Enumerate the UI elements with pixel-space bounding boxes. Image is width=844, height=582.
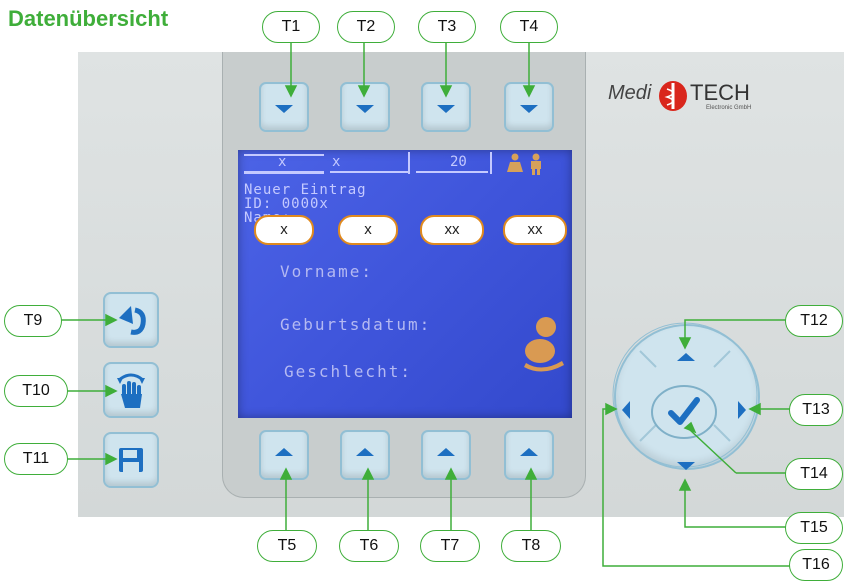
field-geburtsdatum[interactable]: Geburtsdatum: [280, 315, 432, 334]
screen-tab-2[interactable]: x [332, 154, 341, 170]
field-geschlecht[interactable]: Geschlecht: [284, 362, 412, 381]
tab-underline [244, 171, 324, 174]
arrow-down-icon [677, 462, 695, 470]
screen-tab-1[interactable]: x [278, 154, 287, 170]
arrow-down-icon [275, 105, 293, 113]
callout-label-t3: T3 [418, 11, 476, 43]
placeholder-oval: x [254, 215, 314, 245]
callout-label-t2: T2 [337, 11, 395, 43]
screen-tab-3[interactable]: 20 [450, 154, 467, 170]
logo-subtitle: Electronic GmbH [706, 105, 752, 111]
baby-icon [524, 317, 564, 372]
placeholder-oval: x [338, 215, 398, 245]
callout-label-t10: T10 [4, 375, 68, 407]
tab-underline [416, 171, 488, 173]
arrow-down-icon [356, 105, 374, 113]
arrow-right-icon [738, 401, 746, 419]
callout-label-t1: T1 [262, 11, 320, 43]
arrow-down-icon [520, 105, 538, 113]
save-button[interactable] [103, 432, 159, 488]
field-vorname[interactable]: Vorname: [280, 262, 374, 281]
arrow-up-icon [677, 353, 695, 361]
back-button[interactable] [103, 292, 159, 348]
meditech-logo: Medi TECH Electronic GmbH [608, 78, 756, 118]
callout-label-t15: T15 [785, 512, 843, 544]
placeholder-oval: xx [503, 215, 567, 245]
callout-label-t7: T7 [420, 530, 480, 562]
callout-label-t6: T6 [339, 530, 399, 562]
hand-icon [117, 373, 145, 408]
softkey-t7[interactable] [421, 430, 471, 480]
logo-text-medi: Medi [608, 82, 652, 104]
callout-label-t11: T11 [4, 443, 68, 475]
tab-divider [408, 152, 410, 174]
callout-label-t4: T4 [500, 11, 558, 43]
arrow-up-icon [520, 448, 538, 456]
dpad-down-button[interactable] [672, 456, 700, 478]
tab-divider [490, 152, 492, 174]
tab-underline [330, 171, 408, 173]
callout-label-t5: T5 [257, 530, 317, 562]
dpad-left-button[interactable] [614, 396, 636, 424]
arrow-down-icon [437, 105, 455, 113]
callout-label-t9: T9 [4, 305, 62, 337]
callout-label-t16: T16 [789, 549, 843, 581]
checkmark-icon [651, 385, 717, 439]
callout-label-t13: T13 [789, 394, 843, 426]
callout-label-t14: T14 [785, 458, 843, 490]
screen-line-id: ID: 0000x [244, 196, 329, 212]
logo-text-tech: TECH [690, 80, 750, 105]
screen-tab-bar: x x 20 [238, 150, 572, 178]
dpad-up-button[interactable] [672, 345, 700, 367]
placeholder-oval: xx [420, 215, 484, 245]
callout-label-t8: T8 [501, 530, 561, 562]
page-title: Datenübersicht [8, 6, 169, 31]
arrow-left-icon [622, 401, 630, 419]
ok-button[interactable] [649, 384, 719, 440]
screen-line-neuer-eintrag: Neuer Eintrag [244, 182, 367, 198]
tab-underline [244, 154, 324, 156]
callout-label-t12: T12 [785, 305, 843, 337]
arrow-up-icon [437, 448, 455, 456]
arrow-up-icon [356, 448, 374, 456]
dpad-right-button[interactable] [732, 396, 754, 424]
lcd-screen: x x 20 Neuer Eintrag ID: 0000x Name: Vor… [238, 150, 572, 418]
floppy-disk-icon [119, 448, 143, 472]
arrow-up-icon [275, 448, 293, 456]
caduceus-logo-icon [659, 81, 687, 111]
softkey-t1[interactable] [259, 82, 309, 132]
male-female-icon [507, 153, 541, 175]
undo-arrow-icon [119, 306, 146, 335]
